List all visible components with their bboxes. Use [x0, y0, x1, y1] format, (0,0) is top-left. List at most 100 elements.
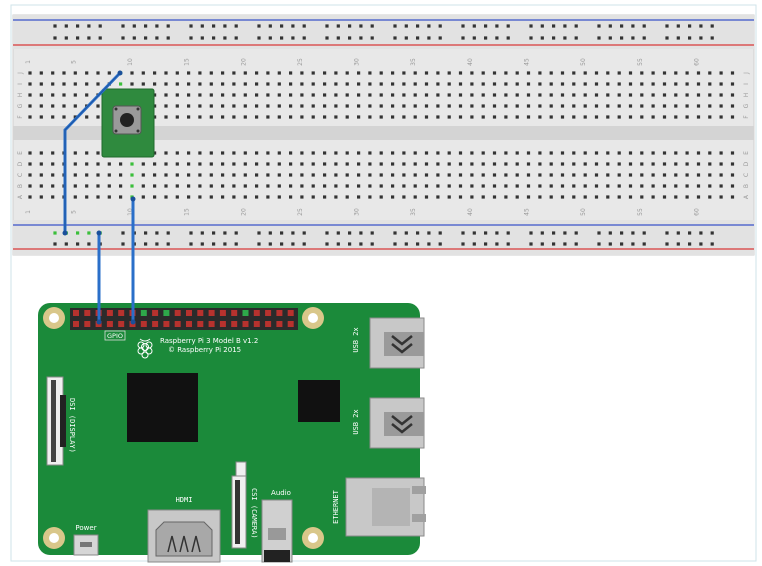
breadboard-hole	[175, 71, 179, 75]
breadboard-hole	[651, 93, 655, 97]
breadboard-hole	[424, 115, 429, 119]
breadboard-hole	[662, 104, 667, 108]
breadboard-hole	[62, 115, 66, 119]
breadboard-hole	[323, 195, 327, 199]
breadboard-hole	[96, 195, 100, 199]
breadboard-hole	[121, 36, 125, 40]
breadboard-hole	[96, 184, 100, 188]
breadboard-hole	[447, 115, 451, 119]
gpio-pin	[152, 321, 159, 327]
breadboard-hole	[85, 82, 89, 86]
breadboard-hole	[266, 104, 270, 108]
breadboard-hole	[198, 173, 202, 177]
breadboard-hole	[620, 231, 624, 235]
breadboard-hole	[209, 162, 213, 166]
breadboard-hole	[710, 242, 714, 246]
breadboard-hole	[189, 242, 193, 246]
breadboard-hole	[563, 242, 567, 246]
gpio-pin	[276, 321, 283, 327]
breadboard-hole	[300, 93, 304, 97]
breadboard-hole	[402, 184, 406, 188]
breadboard-hole	[628, 151, 633, 155]
center-channel	[13, 126, 754, 140]
breadboard-hole	[221, 195, 225, 199]
breadboard-hole	[277, 162, 281, 166]
breadboard-hole	[402, 93, 406, 97]
breadboard-hole	[538, 184, 542, 188]
breadboard-hole	[572, 162, 576, 166]
breadboard-hole	[552, 231, 556, 235]
breadboard-hole	[243, 71, 247, 75]
column-number-label: 10	[127, 58, 134, 66]
breadboard-hole	[155, 231, 159, 235]
breadboard-hole	[368, 104, 372, 108]
breadboard-hole	[606, 195, 610, 199]
breadboard-hole	[572, 184, 576, 188]
breadboard-hole	[130, 71, 134, 75]
breadboard-hole	[470, 115, 474, 119]
breadboard-hole	[345, 93, 349, 97]
breadboard-hole	[540, 36, 544, 40]
breadboard-hole	[336, 24, 340, 28]
column-number-label: 5	[70, 60, 77, 64]
breadboard-hole	[130, 184, 134, 188]
breadboard-hole	[685, 93, 689, 97]
breadboard-hole	[164, 82, 168, 86]
breadboard-hole	[560, 184, 565, 188]
breadboard-hole	[370, 242, 374, 246]
breadboard-hole	[370, 24, 374, 28]
row-letter-label: C	[17, 173, 24, 177]
breadboard-hole	[699, 36, 703, 40]
breadboard-hole	[481, 184, 485, 188]
breadboard-hole	[130, 162, 134, 166]
breadboard-hole	[391, 104, 395, 108]
breadboard-hole	[85, 195, 89, 199]
gpio-pin	[163, 321, 170, 327]
breadboard-hole	[302, 24, 306, 28]
breadboard-hole	[504, 195, 508, 199]
breadboard-hole	[345, 82, 349, 86]
breadboard-hole	[209, 184, 213, 188]
breadboard-hole	[175, 195, 179, 199]
breadboard-hole	[526, 115, 531, 119]
row-letter-label: E	[17, 151, 24, 155]
breadboard-hole	[506, 36, 510, 40]
breadboard-hole	[357, 162, 361, 166]
breadboard-hole	[549, 184, 553, 188]
breadboard-hole	[574, 231, 578, 235]
breadboard-hole	[368, 115, 372, 119]
breadboard-hole	[583, 184, 587, 188]
breadboard-hole	[628, 173, 633, 177]
breadboard-hole	[121, 231, 125, 235]
breadboard-hole	[334, 71, 338, 75]
breadboard-hole	[447, 93, 451, 97]
breadboard-hole	[458, 195, 463, 199]
breadboard-hole	[300, 162, 304, 166]
breadboard-hole	[651, 173, 655, 177]
breadboard-hole	[357, 151, 361, 155]
pi-copyright-text: © Raspberry Pi 2015	[168, 346, 241, 354]
breadboard-hole	[710, 24, 714, 28]
breadboard-hole	[359, 24, 363, 28]
breadboard-hole	[268, 231, 272, 235]
breadboard-hole	[402, 115, 406, 119]
breadboard-hole	[563, 36, 567, 40]
breadboard-hole	[334, 104, 338, 108]
breadboard-hole	[458, 115, 463, 119]
breadboard-hole	[198, 71, 202, 75]
gpio-header	[70, 308, 298, 330]
breadboard-hole	[266, 71, 270, 75]
gpio-pin	[208, 321, 215, 327]
breadboard-hole	[153, 184, 157, 188]
breadboard-hole	[300, 173, 304, 177]
breadboard-hole	[289, 71, 293, 75]
breadboard-hole	[209, 195, 213, 199]
breadboard-hole	[710, 36, 714, 40]
breadboard-hole	[391, 184, 395, 188]
breadboard-hole	[515, 71, 519, 75]
breadboard-hole	[391, 162, 395, 166]
breadboard-hole	[51, 162, 55, 166]
breadboard-hole	[617, 151, 621, 155]
breadboard-hole	[651, 82, 655, 86]
breadboard-hole	[132, 36, 136, 40]
